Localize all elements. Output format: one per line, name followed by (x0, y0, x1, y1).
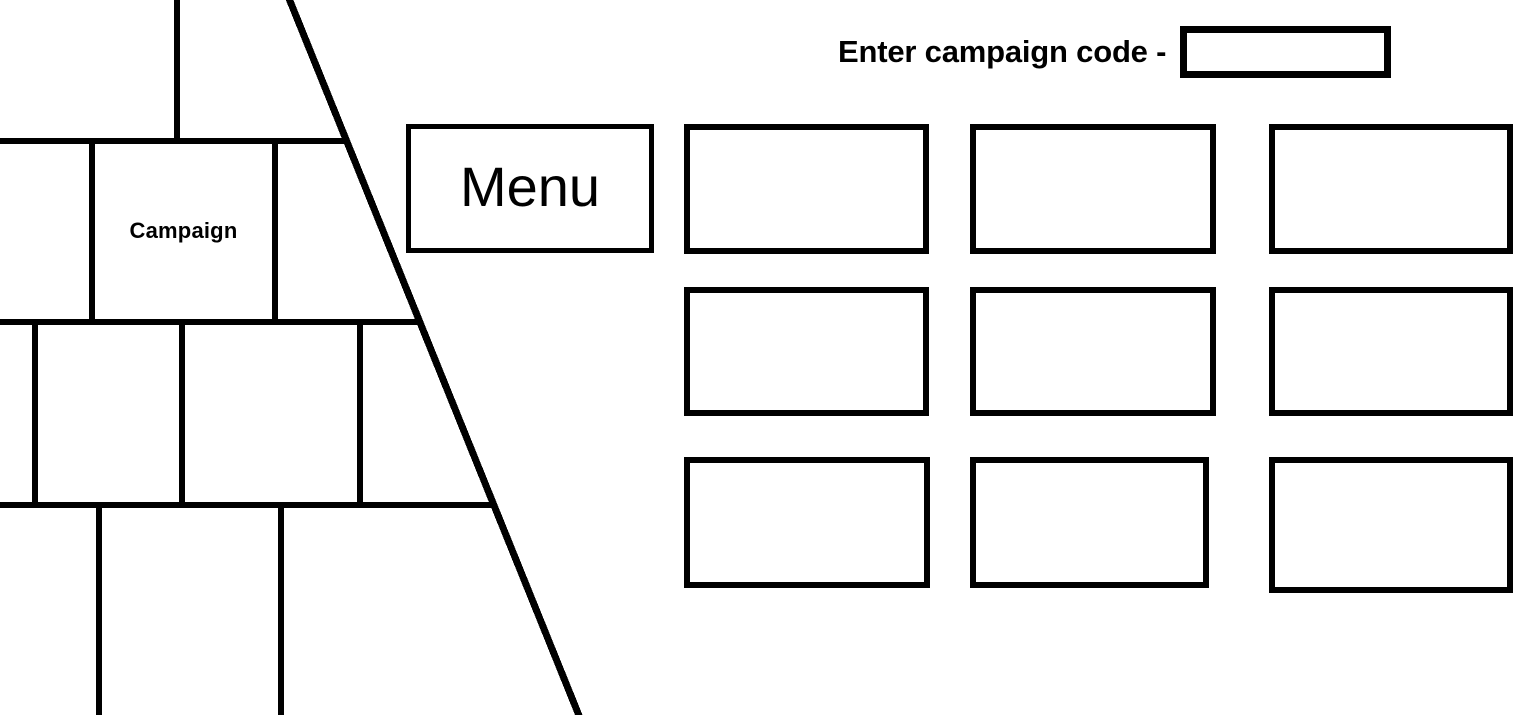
card-r2c3[interactable] (1269, 287, 1513, 416)
campaign-code-row: Enter campaign code - (838, 24, 1392, 80)
card-r1c1[interactable] (684, 124, 929, 254)
campaign-code-input[interactable] (1180, 26, 1392, 78)
card-r3c1[interactable] (684, 457, 930, 588)
campaign-cell-label: Campaign (129, 217, 238, 243)
diagram-lines (0, 0, 583, 715)
card-r2c1[interactable] (684, 287, 929, 416)
card-r3c3[interactable] (1269, 457, 1513, 593)
menu-button[interactable]: Menu (406, 124, 654, 253)
card-r3c2[interactable] (970, 457, 1209, 588)
diagram-line-diagonal (285, 0, 583, 715)
campaign-code-label: Enter campaign code - (838, 34, 1167, 69)
campaign-diagram: Campaign (0, 0, 620, 715)
card-r1c2[interactable] (970, 124, 1216, 254)
card-r2c2[interactable] (970, 287, 1216, 416)
card-r1c3[interactable] (1269, 124, 1513, 254)
